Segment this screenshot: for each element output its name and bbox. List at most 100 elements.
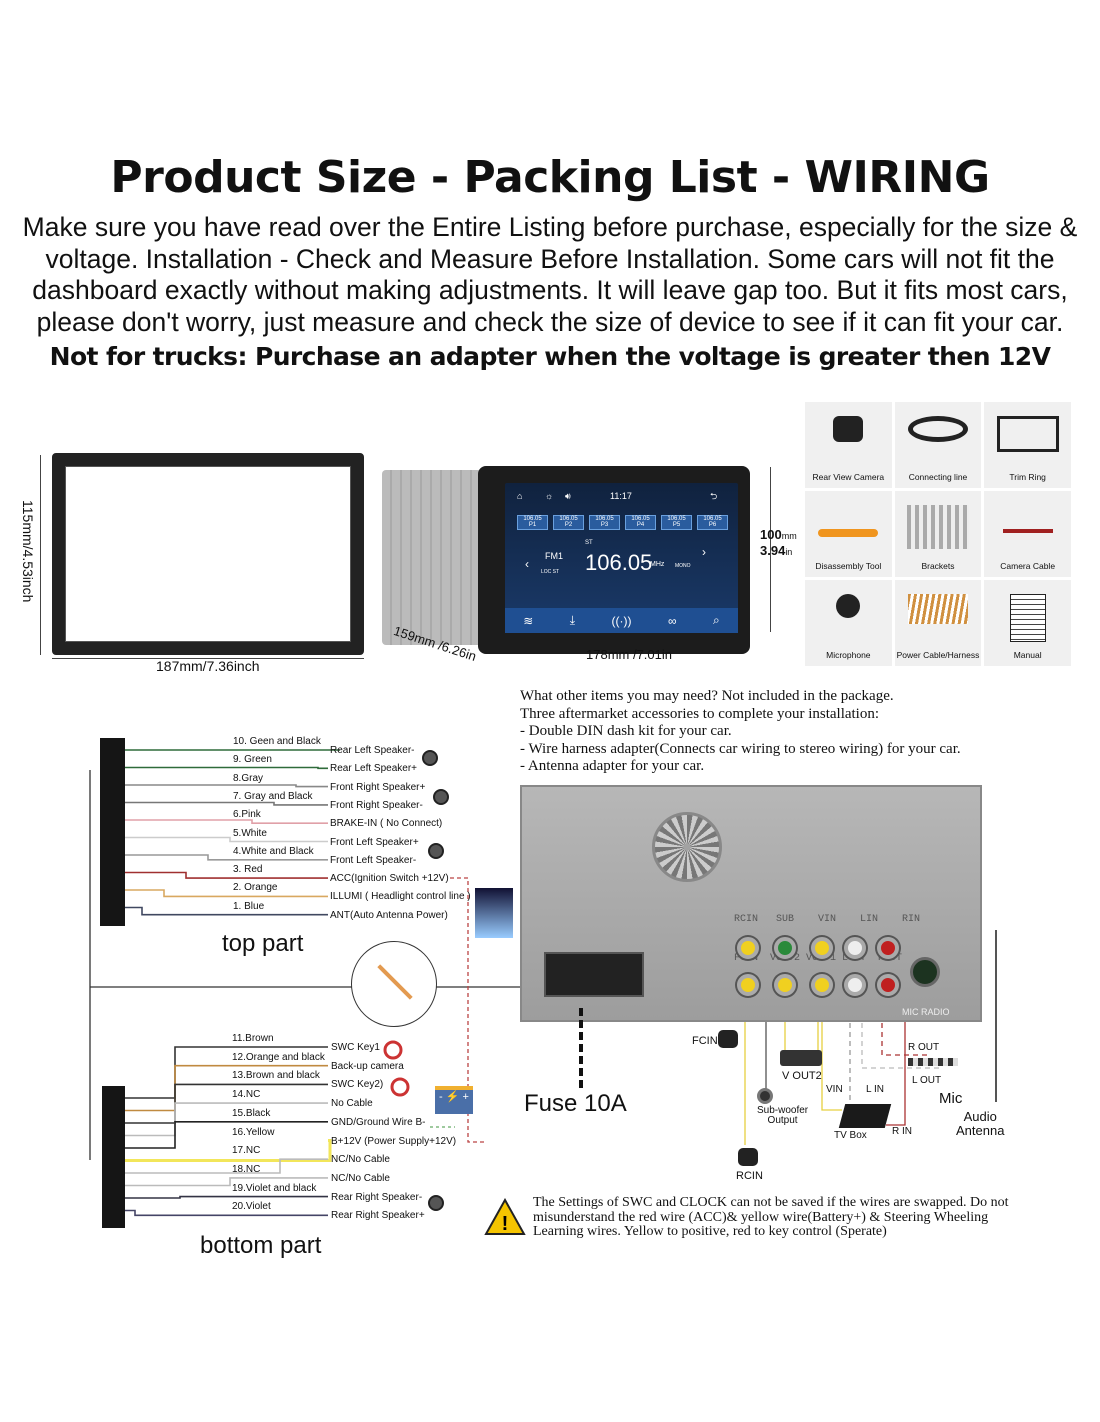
fan-icon	[652, 812, 722, 882]
wire-color-label: 5.White	[233, 827, 267, 839]
radio-antenna-jack	[910, 957, 940, 987]
item-image	[996, 416, 1059, 452]
fcin-jack	[737, 974, 759, 996]
wire-function-label: Front Left Speaker-	[330, 854, 417, 866]
rear-camera-icon	[738, 1148, 758, 1166]
download-icon[interactable]: ⤓	[569, 613, 576, 627]
svg-text:!: !	[502, 1213, 509, 1235]
item-image	[906, 505, 969, 549]
speaker-icon	[433, 789, 449, 805]
info-line: - Wire harness adapter(Connects car wiri…	[520, 740, 961, 757]
trim-width-label: 187mm/7.36inch	[156, 658, 260, 674]
loop-icon[interactable]: ∞	[668, 613, 677, 628]
packing-item: Power Cable/Harness	[894, 580, 982, 666]
subwoofer-icon	[757, 1088, 773, 1104]
antenna-label: Antenna	[956, 1123, 1005, 1138]
harness-socket	[544, 952, 644, 997]
wire	[120, 819, 328, 825]
mono-label: MONO	[675, 563, 691, 569]
packing-item: Disassembly Tool	[805, 491, 892, 577]
wifi-icon[interactable]: ≋	[523, 613, 534, 628]
packing-item: Connecting line	[894, 402, 982, 488]
wire	[120, 1121, 328, 1149]
lin-label: L IN	[866, 1084, 884, 1095]
band-label: FM1	[545, 551, 563, 561]
search-icon[interactable]: ⌕	[713, 613, 720, 627]
item-label: Microphone	[826, 650, 871, 660]
antenna-icon	[995, 930, 997, 1102]
item-label: Rear View Camera	[812, 472, 885, 482]
device-chassis	[382, 470, 482, 645]
preset-number: P3	[600, 522, 609, 528]
fcin-label: FCIN	[692, 1035, 718, 1047]
wire	[120, 1177, 328, 1187]
sub-jack	[774, 937, 796, 959]
wire-function-label: ACC(Ignition Switch +12V)	[330, 873, 449, 885]
packing-item: Brackets	[894, 491, 982, 577]
connector-line	[821, 1005, 842, 1111]
packing-item: Manual	[984, 580, 1071, 666]
fuse-label: Fuse 10A	[524, 1090, 627, 1117]
prev-icon[interactable]: ‹	[525, 557, 529, 571]
speaker-icon	[428, 1195, 444, 1211]
wire-color-label: 17.NC	[232, 1145, 261, 1157]
rin-label: R IN	[892, 1126, 912, 1137]
frequency: 106.05	[585, 550, 653, 575]
info-line: - Antenna adapter for your car.	[520, 758, 705, 774]
subwoofer-label: Output	[767, 1115, 798, 1126]
top-part-label: top part	[222, 930, 304, 957]
packing-item: Trim Ring	[984, 402, 1071, 488]
preset-frequency: 106.05	[667, 516, 686, 522]
antenna-label: Audio	[963, 1109, 997, 1124]
wire	[120, 801, 328, 806]
preset-number: P4	[636, 522, 645, 528]
tv-box-icon	[838, 1104, 892, 1128]
wire-color-label: 11.Brown	[232, 1033, 274, 1044]
wire-function-label: Back-up camera	[331, 1060, 404, 1072]
wire-function-label: No Cable	[331, 1098, 373, 1110]
brightness-icon: ☼	[545, 491, 554, 501]
packing-item: Rear View Camera	[805, 402, 892, 488]
clock: 11:17	[610, 491, 632, 501]
item-image	[818, 505, 879, 537]
speaker-icon	[422, 750, 438, 766]
rout-jack	[877, 974, 899, 996]
back-icon: ⮌	[710, 491, 718, 501]
wire	[120, 889, 328, 898]
bottom-connector	[102, 1086, 125, 1228]
wire-function-label: NC/No Cable	[331, 1172, 390, 1184]
preset-frequency: 106.05	[595, 516, 614, 522]
wire-function-label: SWC Key2)	[331, 1079, 384, 1091]
lin-jack	[844, 937, 866, 959]
connector-line	[450, 877, 485, 1143]
vin-jack	[811, 937, 833, 959]
wire-color-label: 15.Black	[232, 1107, 271, 1119]
steering-wheel-icon	[390, 1077, 410, 1097]
voltage-warning: Not for trucks: Purchase an adapter when…	[49, 342, 1051, 371]
wire	[120, 766, 328, 770]
caution-text: The Settings of SWC and CLOCK can not be…	[533, 1195, 1009, 1239]
volume-icon: 🔊︎	[565, 491, 571, 501]
wire-function-label: Rear Right Speaker-	[331, 1191, 423, 1203]
next-icon[interactable]: ›	[702, 545, 706, 559]
warning-icon: !	[484, 1198, 526, 1235]
broadcast-icon[interactable]: ((·))	[611, 613, 632, 628]
battery-icon: - ⚡ +	[435, 1086, 473, 1114]
wire-color-label: 3. Red	[233, 864, 263, 876]
item-image	[1002, 505, 1053, 533]
wire-color-label: 4.White and Black	[233, 845, 314, 857]
info-line: - Double DIN dash kit for your car.	[520, 723, 732, 739]
wire-function-label: B+12V (Power Supply+12V)	[331, 1135, 457, 1147]
item-image	[833, 416, 864, 442]
wire	[120, 836, 328, 843]
item-label: Trim Ring	[1009, 472, 1046, 482]
lout-label: L OUT	[912, 1075, 942, 1086]
